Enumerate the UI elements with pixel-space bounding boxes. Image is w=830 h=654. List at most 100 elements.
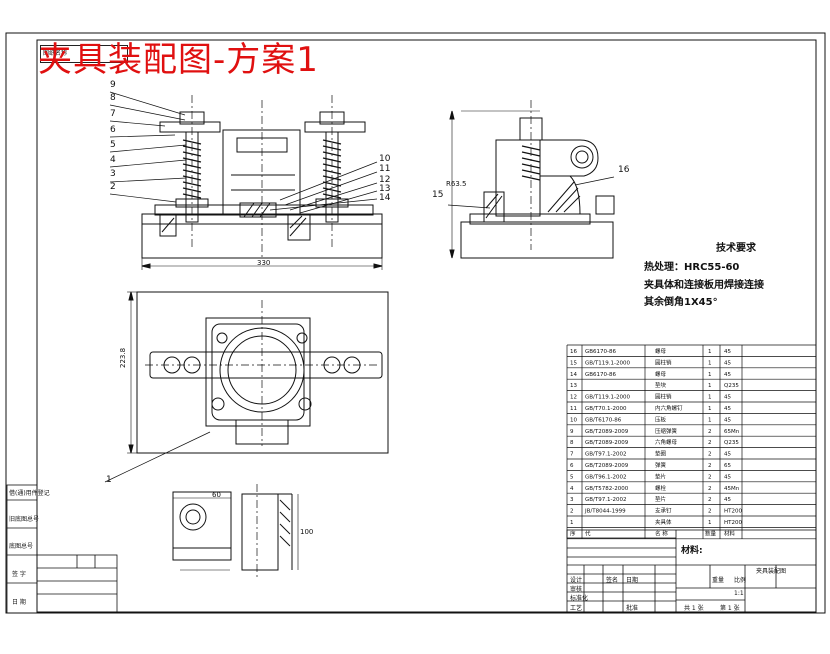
parts-row-name: 压缩弹簧 — [655, 427, 678, 435]
parts-row-material: 65 — [724, 463, 731, 469]
parts-row-no: 10 — [570, 417, 577, 423]
left-block-item-1: 旧底图总号 — [9, 516, 40, 523]
parts-row-material: 45 — [724, 406, 731, 412]
parts-row-qty: 1 — [708, 372, 712, 378]
parts-row-no: 4 — [570, 486, 574, 492]
front-view — [141, 95, 383, 270]
tech-req-line-1: 热处理：HRC55-60 — [644, 262, 740, 273]
parts-row-no: 13 — [570, 383, 577, 389]
parts-row-material: 45 — [724, 497, 731, 503]
balloon-3: 3 — [110, 169, 116, 179]
parts-row-material: 45 — [724, 417, 731, 423]
parts-row-qty: 2 — [708, 452, 712, 458]
parts-header-qty: 数量 — [705, 529, 717, 537]
parts-row-no: 7 — [570, 452, 574, 458]
balloon-10: 10 — [379, 154, 391, 164]
tech-req-line-2: 夹具体和连接板用焊接连接 — [644, 280, 764, 291]
drawing-stamp: 图纸名称 — [40, 45, 128, 63]
parts-row-material: 45 — [724, 474, 731, 480]
parts-row-code: GB/T70.1-2000 — [585, 406, 627, 412]
dim-side-label: R63.5 — [446, 180, 467, 188]
parts-row-name: 螺母 — [655, 370, 667, 378]
tech-req-line-3: 其余倒角1X45° — [644, 297, 718, 308]
parts-row-qty: 1 — [708, 406, 712, 412]
parts-row-no: 3 — [570, 497, 574, 503]
parts-row-qty: 1 — [708, 383, 712, 389]
balloon-7: 7 — [110, 109, 116, 119]
parts-row-code: GB6170-86 — [585, 372, 617, 378]
drawing-title: 夹具装配图-方案1 — [38, 40, 319, 80]
parts-row-qty: 2 — [708, 474, 712, 480]
parts-row-name: 垫圈 — [655, 450, 667, 458]
parts-row-no: 16 — [570, 349, 577, 355]
parts-row-name: 圆柱销 — [655, 393, 672, 401]
label-weight: 重量 — [712, 577, 725, 584]
label-process: 工艺 — [570, 605, 583, 612]
parts-row-qty: 1 — [708, 349, 712, 355]
parts-row-qty: 1 — [708, 417, 712, 423]
side-view-balloons — [447, 176, 615, 209]
parts-row-no: 11 — [570, 406, 577, 412]
parts-row-code: GB/T5782-2000 — [585, 486, 629, 492]
parts-header-code: 代 — [585, 529, 591, 537]
balloon-9: 9 — [110, 80, 116, 90]
parts-row-qty: 1 — [708, 395, 712, 401]
top-view — [104, 291, 389, 483]
parts-row-material: 45 — [724, 395, 731, 401]
left-block-item-4: 日 期 — [12, 599, 26, 606]
parts-row-code: GB/T97.1-2002 — [585, 497, 626, 503]
parts-row-code: JB/T8044-1999 — [584, 509, 626, 515]
left-block-item-3: 签 字 — [12, 571, 26, 578]
front-view-balloons — [109, 91, 378, 214]
balloon-11: 11 — [379, 164, 391, 174]
balloon-1: 1 — [106, 475, 112, 485]
balloon-14: 14 — [379, 193, 391, 203]
detail-view — [172, 484, 299, 580]
parts-row-code: GB/T2089-2009 — [585, 463, 629, 469]
parts-row-qty: 1 — [708, 360, 712, 366]
sheet-inner-border — [36, 39, 817, 613]
parts-row-code: GB/T119.1-2000 — [585, 395, 630, 401]
balloon-6: 6 — [110, 125, 116, 135]
label-standard: 标准化 — [570, 595, 589, 602]
parts-row-material: Q235 — [724, 440, 739, 446]
parts-row-material: 45 — [724, 452, 731, 458]
left-block-item-0: 借(通)用件登记 — [9, 490, 50, 497]
balloon-4: 4 — [110, 155, 116, 165]
parts-row-material: 45 — [724, 349, 731, 355]
parts-row-name: 垫片 — [655, 472, 666, 480]
dim-detail-width: 60 — [212, 491, 221, 499]
parts-row-name: 垫片 — [655, 495, 666, 503]
sheet-count: 共 1 张 — [684, 605, 704, 612]
left-block-item-2: 底图总号 — [9, 543, 34, 550]
balloon-8: 8 — [110, 93, 116, 103]
parts-row-code: GB/T2089-2009 — [585, 440, 629, 446]
label-date: 日期 — [626, 577, 639, 584]
parts-row-no: 8 — [570, 440, 574, 446]
label-check: 审核 — [570, 586, 583, 593]
parts-row-material: HT200 — [724, 509, 742, 515]
parts-row-no: 14 — [570, 372, 577, 378]
balloon-12: 12 — [379, 175, 391, 185]
parts-row-code: GB/T97.1-2002 — [585, 452, 626, 458]
parts-row-code: GB6170-86 — [585, 349, 617, 355]
side-view — [449, 100, 615, 259]
part-name: 夹具装配图 — [756, 568, 787, 575]
balloon-13: 13 — [379, 184, 391, 194]
label-design: 设计 — [570, 577, 583, 584]
left-block — [6, 484, 118, 614]
balloon-2: 2 — [110, 182, 116, 192]
label-approve: 批准 — [626, 605, 639, 612]
parts-row-code: GB/T6170-86 — [585, 417, 622, 423]
parts-row-material: 65Mn — [724, 429, 740, 435]
parts-row-code: GB/T119.1-2000 — [585, 360, 630, 366]
parts-row-name: 螺栓 — [655, 484, 667, 492]
parts-header-material: 材料 — [724, 529, 736, 537]
parts-row-name: 内六角螺钉 — [655, 404, 683, 412]
parts-header-name: 名 称 — [655, 529, 668, 537]
label-scale: 比例 — [734, 577, 747, 584]
parts-row-qty: 2 — [708, 497, 712, 503]
sheet-outer-border — [5, 32, 826, 614]
